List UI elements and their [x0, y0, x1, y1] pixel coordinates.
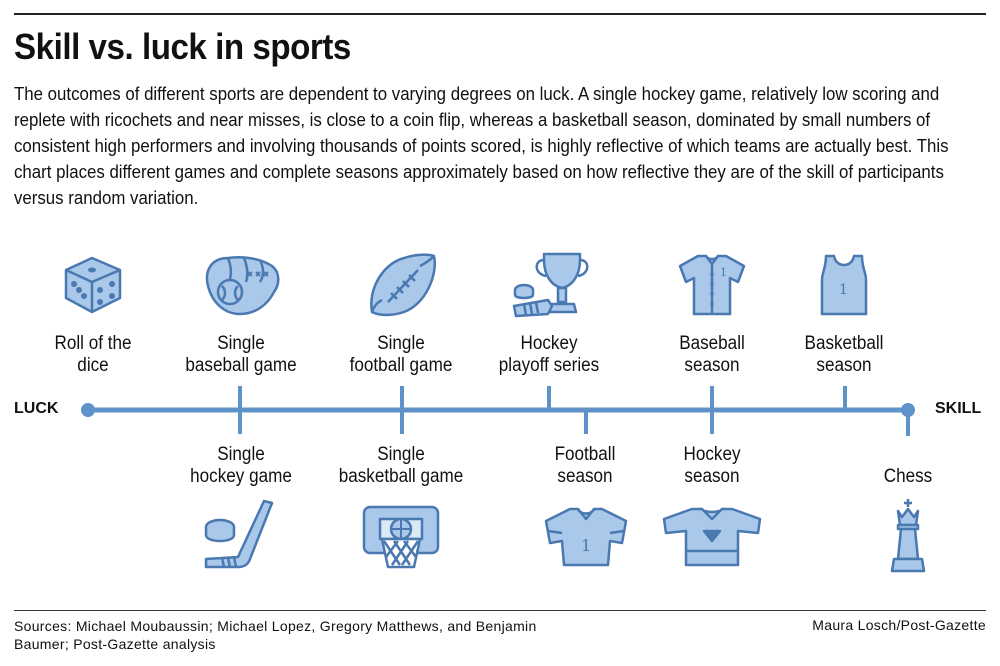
- basketball-jersey-icon: 1: [820, 254, 868, 316]
- hockey-stick-puck-icon: [204, 499, 274, 569]
- intro-paragraph: The outcomes of different sports are dep…: [14, 83, 949, 208]
- page-title: Skill vs. luck in sports: [14, 26, 351, 67]
- top-rule: [14, 13, 986, 15]
- scale-start-dot: [81, 403, 95, 417]
- svg-text:1: 1: [839, 282, 848, 298]
- credit-line: Maura Losch/Post-Gazette: [812, 617, 986, 633]
- svg-text:1: 1: [720, 266, 727, 279]
- svg-text:1: 1: [581, 536, 591, 555]
- dice-icon: [64, 256, 122, 314]
- baseball-jersey-icon: 1: [678, 254, 746, 316]
- sources-note: Sources: Michael Moubaussin; Michael Lop…: [14, 618, 537, 652]
- bottom-rule: [14, 610, 986, 611]
- basketball-hoop-icon: [362, 505, 440, 569]
- chess-piece-icon: [890, 499, 926, 573]
- label-chess: Chess: [883, 466, 933, 487]
- football-jersey-icon: 1: [544, 507, 628, 567]
- football-icon: [370, 253, 436, 317]
- hockey-jersey-icon: [662, 507, 762, 567]
- baseball-glove-icon: [205, 256, 280, 316]
- luck-label: LUCK: [14, 400, 59, 417]
- skill-label: SKILL: [935, 400, 982, 417]
- trophy-icon: [512, 252, 589, 318]
